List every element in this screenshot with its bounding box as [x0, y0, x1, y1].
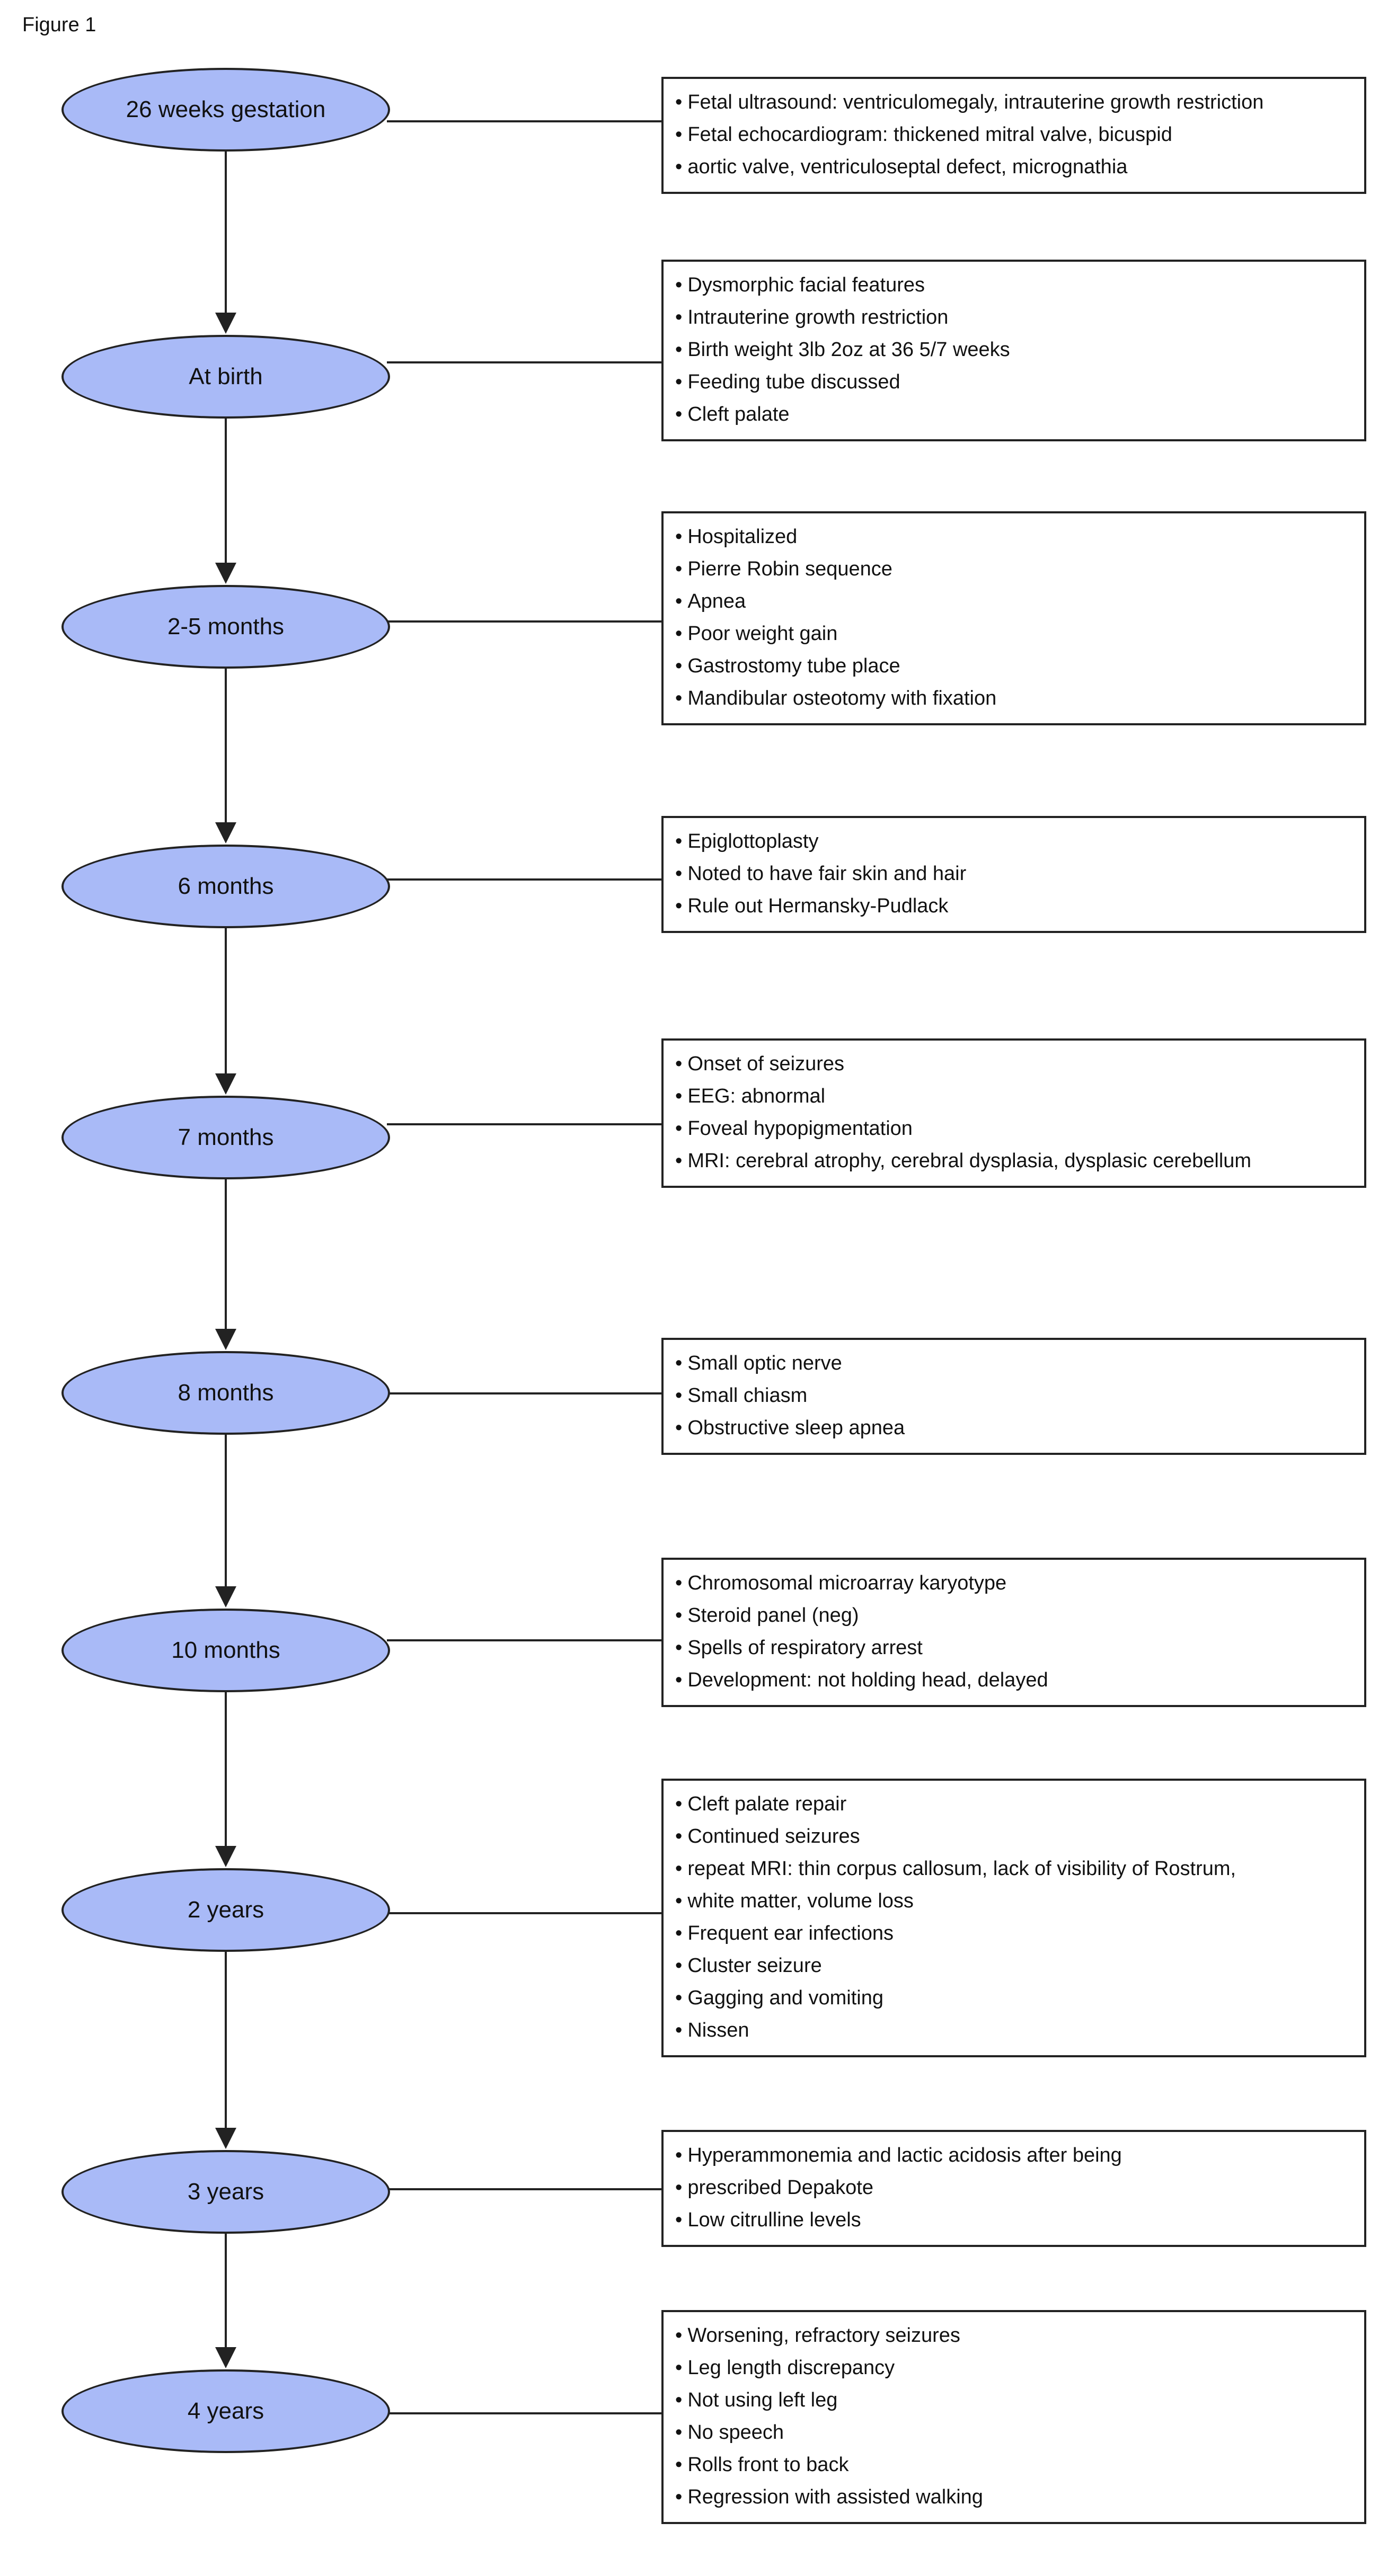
finding-item: Onset of seizures: [675, 1048, 1350, 1080]
finding-item: Small optic nerve: [675, 1347, 1350, 1380]
findings-box: HospitalizedPierre Robin sequenceApneaPo…: [661, 511, 1366, 725]
timeline-node: 4 years: [61, 2369, 390, 2453]
finding-item: MRI: cerebral atrophy, cerebral dysplasi…: [675, 1145, 1350, 1177]
finding-item: Worsening, refractory seizures: [675, 2320, 1350, 2352]
finding-item: Cleft palate repair: [675, 1788, 1350, 1820]
timeline-node-label: 10 months: [171, 1637, 280, 1663]
finding-item: Poor weight gain: [675, 618, 1350, 650]
finding-item: white matter, volume loss: [675, 1885, 1350, 1917]
timeline-node: At birth: [61, 335, 390, 419]
finding-item: Not using left leg: [675, 2384, 1350, 2417]
finding-item: Development: not holding head, delayed: [675, 1664, 1350, 1696]
findings-box: Onset of seizuresEEG: abnormalFoveal hyp…: [661, 1038, 1366, 1188]
timeline-node-label: At birth: [189, 363, 263, 389]
finding-item: Low citrulline levels: [675, 2204, 1350, 2236]
finding-item: Intrauterine growth restriction: [675, 301, 1350, 334]
findings-box: Small optic nerveSmall chiasmObstructive…: [661, 1338, 1366, 1455]
finding-item: No speech: [675, 2417, 1350, 2449]
findings-box: Fetal ultrasound: ventriculomegaly, intr…: [661, 77, 1366, 194]
finding-item: aortic valve, ventriculoseptal defect, m…: [675, 151, 1350, 183]
finding-item: Dysmorphic facial features: [675, 269, 1350, 301]
finding-item: Regression with assisted walking: [675, 2481, 1350, 2513]
timeline-node: 7 months: [61, 1096, 390, 1179]
findings-box: Hyperammonemia and lactic acidosis after…: [661, 2130, 1366, 2247]
findings-box: EpiglottoplastyNoted to have fair skin a…: [661, 816, 1366, 933]
finding-item: Cluster seizure: [675, 1950, 1350, 1982]
finding-item: Spells of respiratory arrest: [675, 1632, 1350, 1664]
finding-item: EEG: abnormal: [675, 1080, 1350, 1113]
timeline-node-label: 2-5 months: [167, 614, 285, 639]
finding-item: Epiglottoplasty: [675, 825, 1350, 858]
findings-box: Cleft palate repairContinued seizuresrep…: [661, 1779, 1366, 2057]
finding-item: Apnea: [675, 585, 1350, 618]
finding-item: Rule out Hermansky-Pudlack: [675, 890, 1350, 922]
figure-label: Figure 1: [22, 14, 96, 36]
finding-item: Continued seizures: [675, 1820, 1350, 1853]
finding-item: Rolls front to back: [675, 2449, 1350, 2481]
timeline-node: 3 years: [61, 2150, 390, 2234]
findings-box: Chromosomal microarray karyotypeSteroid …: [661, 1558, 1366, 1707]
timeline-node: 2 years: [61, 1868, 390, 1952]
finding-item: Chromosomal microarray karyotype: [675, 1567, 1350, 1600]
timeline-node-label: 8 months: [178, 1380, 274, 1406]
finding-item: Gastrostomy tube place: [675, 650, 1350, 682]
findings-box: Worsening, refractory seizuresLeg length…: [661, 2310, 1366, 2524]
finding-item: Cleft palate: [675, 398, 1350, 431]
timeline-node-label: 26 weeks gestation: [126, 96, 326, 122]
findings-box: Dysmorphic facial featuresIntrauterine g…: [661, 260, 1366, 441]
timeline-node: 6 months: [61, 845, 390, 928]
finding-item: Feeding tube discussed: [675, 366, 1350, 398]
finding-item: Birth weight 3lb 2oz at 36 5/7 weeks: [675, 334, 1350, 366]
finding-item: Steroid panel (neg): [675, 1600, 1350, 1632]
timeline-node-label: 4 years: [187, 2398, 264, 2424]
timeline-node: 2-5 months: [61, 585, 390, 669]
finding-item: Small chiasm: [675, 1380, 1350, 1412]
finding-item: repeat MRI: thin corpus callosum, lack o…: [675, 1853, 1350, 1885]
finding-item: prescribed Depakote: [675, 2172, 1350, 2204]
finding-item: Nissen: [675, 2014, 1350, 2047]
timeline-node-label: 6 months: [178, 873, 274, 899]
finding-item: Fetal ultrasound: ventriculomegaly, intr…: [675, 86, 1350, 119]
finding-item: Obstructive sleep apnea: [675, 1412, 1350, 1444]
finding-item: Hyperammonemia and lactic acidosis after…: [675, 2139, 1350, 2172]
timeline-node: 8 months: [61, 1351, 390, 1435]
timeline-node-label: 7 months: [178, 1124, 274, 1150]
finding-item: Pierre Robin sequence: [675, 553, 1350, 585]
finding-item: Noted to have fair skin and hair: [675, 858, 1350, 890]
timeline-node-label: 2 years: [187, 1897, 264, 1923]
finding-item: Hospitalized: [675, 521, 1350, 553]
finding-item: Gagging and vomiting: [675, 1982, 1350, 2014]
finding-item: Frequent ear infections: [675, 1917, 1350, 1950]
timeline-node-label: 3 years: [187, 2179, 264, 2205]
finding-item: Fetal echocardiogram: thickened mitral v…: [675, 119, 1350, 151]
finding-item: Foveal hypopigmentation: [675, 1113, 1350, 1145]
finding-item: Mandibular osteotomy with fixation: [675, 682, 1350, 715]
timeline-node: 10 months: [61, 1609, 390, 1692]
timeline-node: 26 weeks gestation: [61, 68, 390, 152]
finding-item: Leg length discrepancy: [675, 2352, 1350, 2384]
